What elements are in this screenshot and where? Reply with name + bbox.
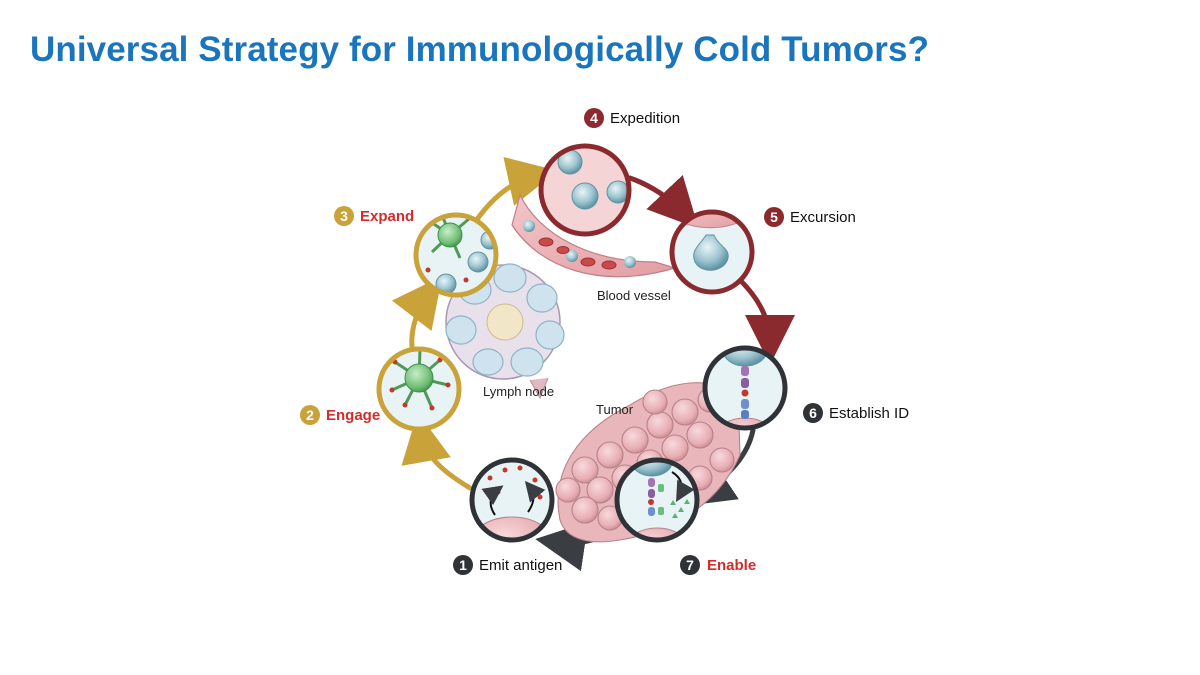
inset-enable bbox=[614, 457, 700, 543]
step-badge-4: 4 bbox=[584, 108, 604, 128]
step-badge-6: 6 bbox=[803, 403, 823, 423]
step-label-emit-antigen: Emit antigen bbox=[479, 557, 563, 574]
svg-text:3: 3 bbox=[340, 208, 348, 224]
step-label-expedition: Expedition bbox=[610, 110, 681, 127]
step-badge-3: 3 bbox=[334, 206, 354, 226]
svg-text:5: 5 bbox=[770, 209, 778, 225]
dendritic-cell-icon bbox=[389, 349, 451, 411]
slide-title: Universal Strategy for Immunologically C… bbox=[30, 30, 930, 69]
step-label-expand: Expand bbox=[360, 208, 415, 225]
annotation-blood-vessel: Blood vessel bbox=[597, 288, 671, 303]
step-label-engage: Engage bbox=[326, 407, 381, 424]
step-badge-1: 1 bbox=[453, 555, 473, 575]
step-label-establish-id: Establish ID bbox=[829, 405, 910, 422]
svg-text:2: 2 bbox=[306, 407, 314, 423]
step-label-enable: Enable bbox=[707, 557, 757, 574]
inset-expedition bbox=[538, 143, 632, 237]
svg-text:7: 7 bbox=[686, 557, 694, 573]
inset-expand bbox=[413, 212, 499, 298]
blood-vessel-icon bbox=[511, 193, 678, 278]
svg-text:6: 6 bbox=[809, 405, 817, 421]
step-badge-5: 5 bbox=[764, 207, 784, 227]
t-cell-icon bbox=[541, 149, 629, 232]
svg-text:4: 4 bbox=[590, 110, 598, 126]
inset-establish-id bbox=[702, 345, 788, 431]
annotation-tumor: Tumor bbox=[596, 402, 634, 417]
step-badge-7: 7 bbox=[680, 555, 700, 575]
inset-engage bbox=[376, 346, 462, 432]
lymph-node-icon bbox=[445, 263, 565, 400]
step-badge-2: 2 bbox=[300, 405, 320, 425]
svg-text:1: 1 bbox=[459, 557, 467, 573]
step-label-excursion: Excursion bbox=[790, 209, 856, 226]
annotation-lymph-node: Lymph node bbox=[483, 384, 555, 399]
inset-excursion bbox=[669, 209, 755, 295]
inset-emit-antigen bbox=[469, 457, 555, 543]
